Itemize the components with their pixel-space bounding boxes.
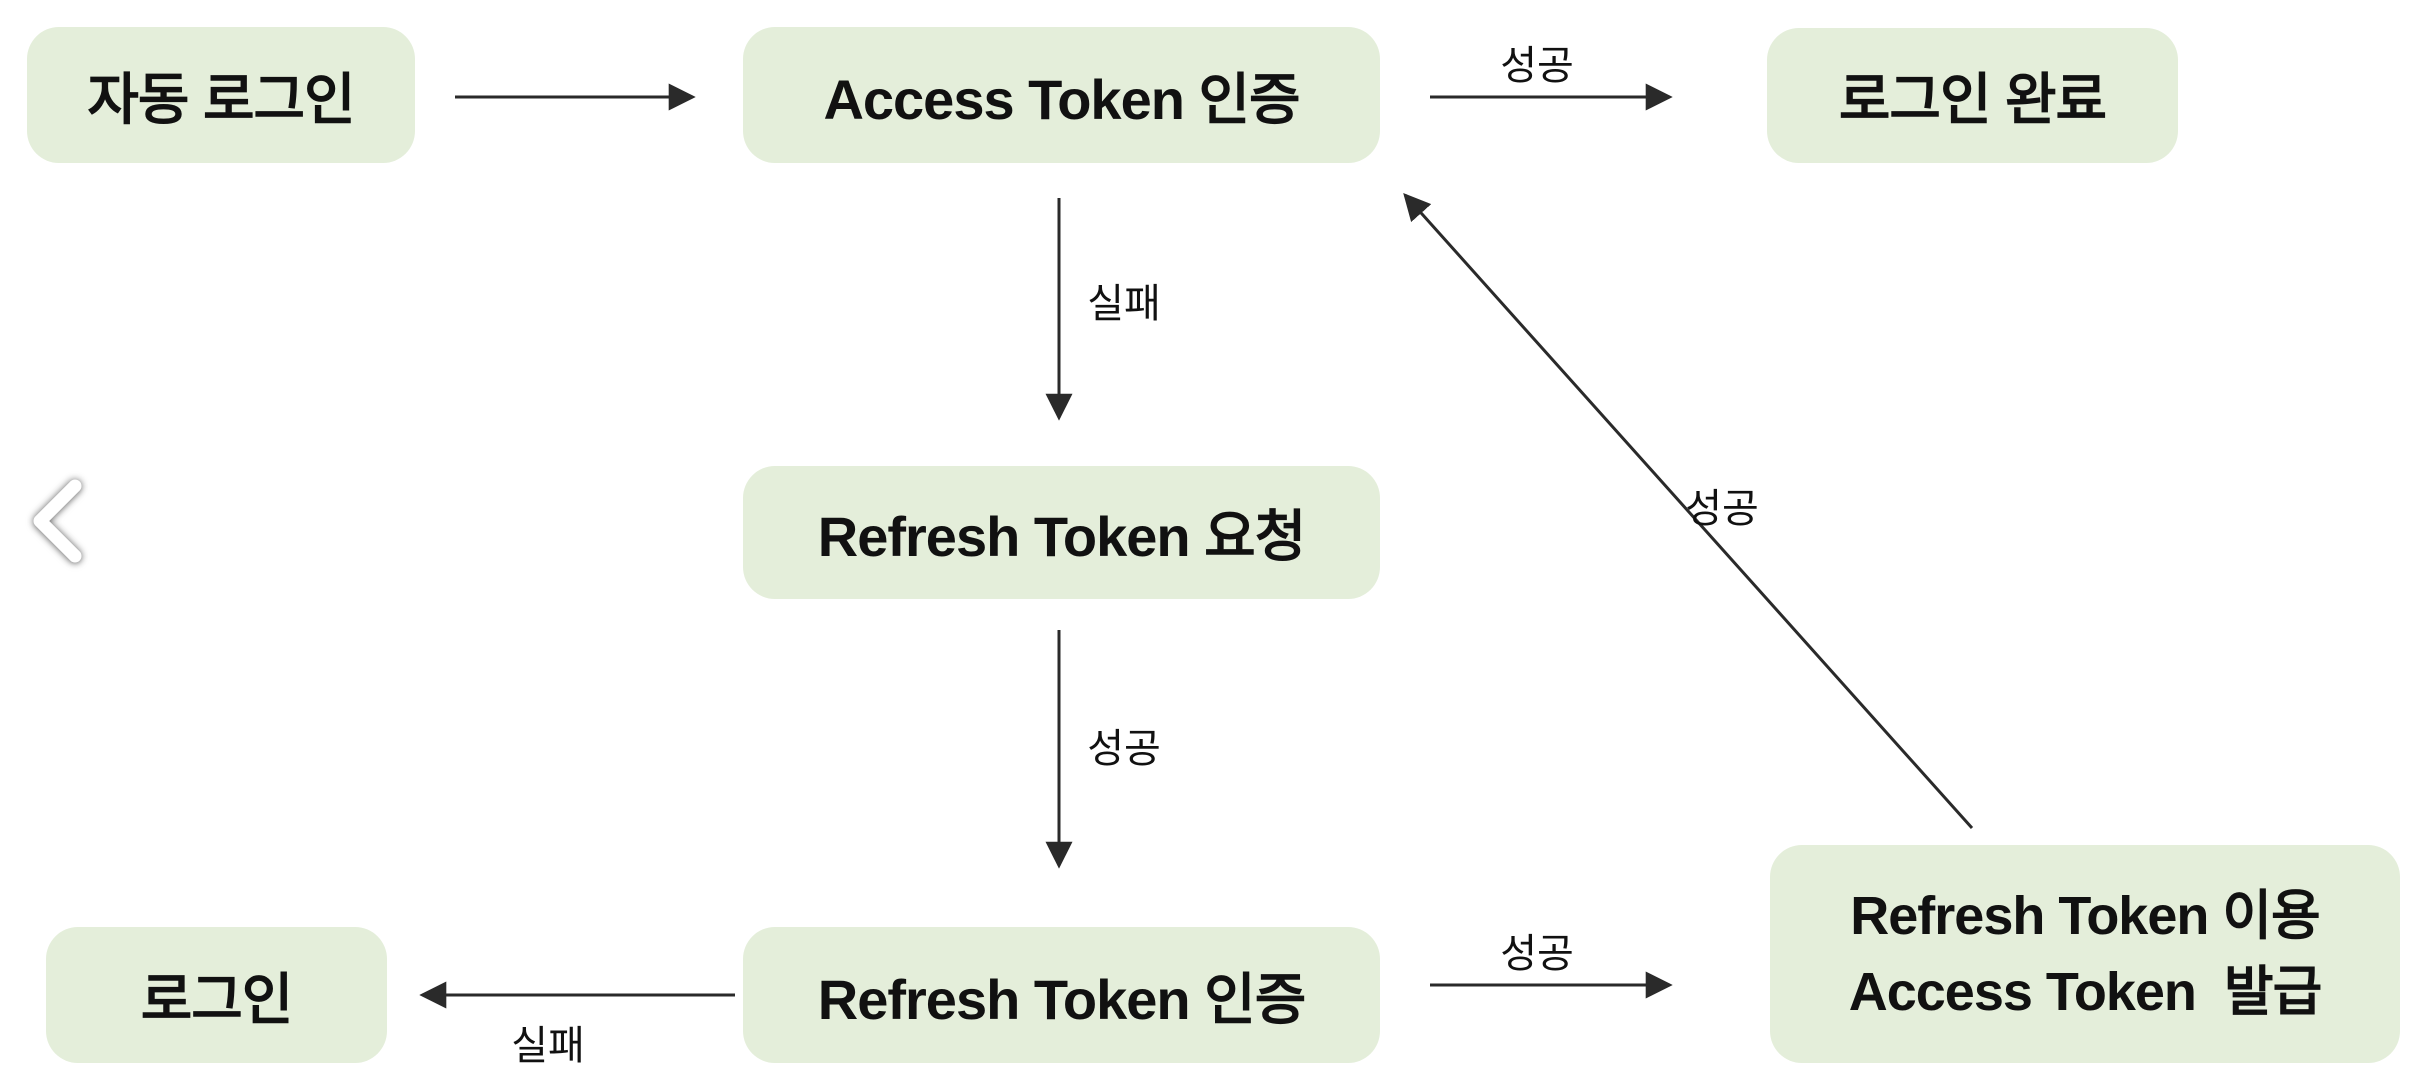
node-label-line1: Refresh Token 이용 bbox=[1850, 886, 2320, 946]
edge-label-failure: 실패 bbox=[1087, 282, 1161, 326]
flow-node-access-token-auth: Access Token 인증 bbox=[743, 27, 1380, 163]
edge-issue-to-access bbox=[1403, 192, 1974, 830]
node-label: Refresh Token 인증 bbox=[817, 967, 1306, 1031]
node-label: 자동 로그인 bbox=[87, 67, 355, 131]
edge-label-success: 성공 bbox=[1500, 44, 1574, 88]
flow-node-auto-login: 자동 로그인 bbox=[27, 27, 415, 163]
chevron-left-icon bbox=[33, 479, 82, 563]
flow-node-login-complete: 로그인 완료 bbox=[1767, 28, 2178, 163]
edge-label-success: 성공 bbox=[1087, 727, 1161, 771]
flow-node-refresh-token-auth: Refresh Token 인증 bbox=[743, 927, 1380, 1063]
node-label-line2: Access Token 발급 bbox=[1848, 962, 2323, 1022]
edge-label-failure: 실패 bbox=[511, 1024, 585, 1068]
carousel-prev-button[interactable] bbox=[22, 466, 102, 576]
edge-label-success: 성공 bbox=[1500, 932, 1574, 976]
node-label: Access Token 인증 bbox=[823, 67, 1300, 131]
flow-node-issue-access-token: Refresh Token 이용 Access Token 발급 bbox=[1770, 845, 2400, 1063]
node-label: 로그인 bbox=[140, 967, 294, 1031]
edge-label-success: 성공 bbox=[1685, 487, 1759, 531]
node-label: Refresh Token 요청 bbox=[817, 505, 1306, 568]
flow-node-login: 로그인 bbox=[46, 927, 387, 1063]
flow-node-refresh-token-request: Refresh Token 요청 bbox=[743, 466, 1380, 599]
node-label: 로그인 완료 bbox=[1838, 68, 2107, 131]
